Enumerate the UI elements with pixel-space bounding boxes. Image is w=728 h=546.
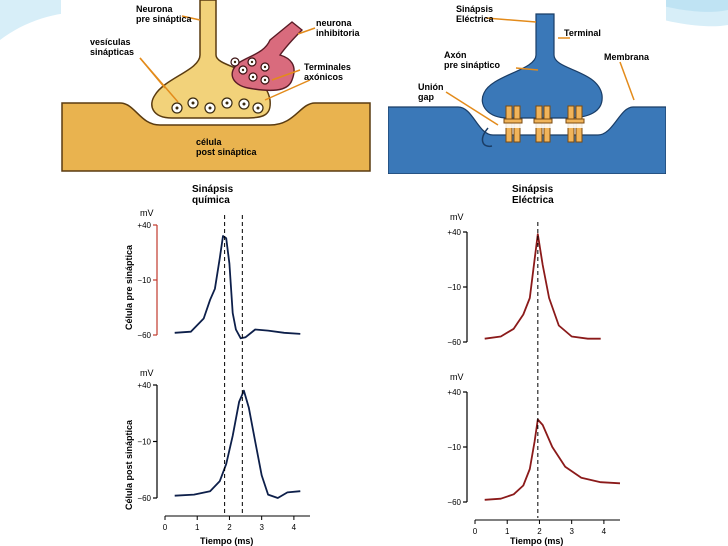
electric-xlabel: Tiempo (ms): [510, 536, 563, 546]
electric-bottom-x-tick-label: 2: [537, 527, 542, 536]
electric-bottom-x-tick-label: 3: [569, 527, 574, 536]
chemical-bottom-y-tick-label: +40: [137, 381, 151, 390]
electric-bottom-trace: [484, 418, 621, 501]
electric-top-y-tick-label: −10: [447, 283, 461, 292]
chemical-bottom-trace: [174, 389, 301, 499]
chemical-bottom-x-tick-label: 2: [227, 523, 232, 532]
label-membrane: Membrana: [604, 52, 650, 62]
ion-flow-arrow: [481, 127, 493, 148]
chemical-bottom-ylabel: Célula post sináptica: [124, 419, 134, 510]
chemical-bottom-unit: mV: [140, 368, 154, 378]
electric-bottom-y-tick-label: −10: [447, 443, 461, 452]
electric-bottom-y-tick-label: −60: [447, 498, 461, 507]
electric-bottom-x-tick-label: 0: [473, 527, 478, 536]
chemical-top-y-tick-label: −10: [137, 276, 151, 285]
postsynaptic-membrane: [388, 106, 666, 174]
chemical-bottom-x-tick-label: 1: [195, 523, 200, 532]
synaptic-cleft: [492, 120, 598, 128]
postsynaptic-cell: [61, 102, 371, 172]
electric-top-y-tick-label: +40: [447, 228, 461, 237]
electric-annotation-arrows: [445, 17, 635, 126]
presynaptic-vesicles: [171, 97, 264, 114]
chemical-top-y-tick-label: +40: [137, 221, 151, 230]
chemical-annotation-arrows: [139, 15, 316, 103]
chemical-bottom-x-tick-label: 0: [163, 523, 168, 532]
chemical-top-ylabel: Célula pre sináptica: [124, 244, 134, 330]
chemical-bottom-y-tick-label: −10: [137, 438, 151, 447]
electric-bottom-unit: mV: [450, 372, 464, 382]
chemical-top-trace: [174, 235, 301, 340]
chemical-xlabel: Tiempo (ms): [200, 536, 253, 546]
electric-top-trace: [484, 233, 601, 340]
inhibitory-neuron: [231, 21, 304, 92]
chemical-bottom-x-tick-label: 3: [259, 523, 264, 532]
electric-bottom-y-tick-label: +40: [447, 388, 461, 397]
electric-top-y-tick-label: −60: [447, 338, 461, 347]
chemical-bottom-y-tick-label: −60: [137, 494, 151, 503]
chemical-bottom-x-tick-label: 4: [292, 523, 297, 532]
chemical-top-unit: mV: [140, 208, 154, 218]
electric-top-unit: mV: [450, 212, 464, 222]
electric-bottom-x-tick-label: 4: [602, 527, 607, 536]
electric-bottom-x-tick-label: 1: [505, 527, 510, 536]
chemical-top-y-tick-label: −60: [137, 331, 151, 340]
label-terminal: Terminal: [564, 28, 601, 38]
